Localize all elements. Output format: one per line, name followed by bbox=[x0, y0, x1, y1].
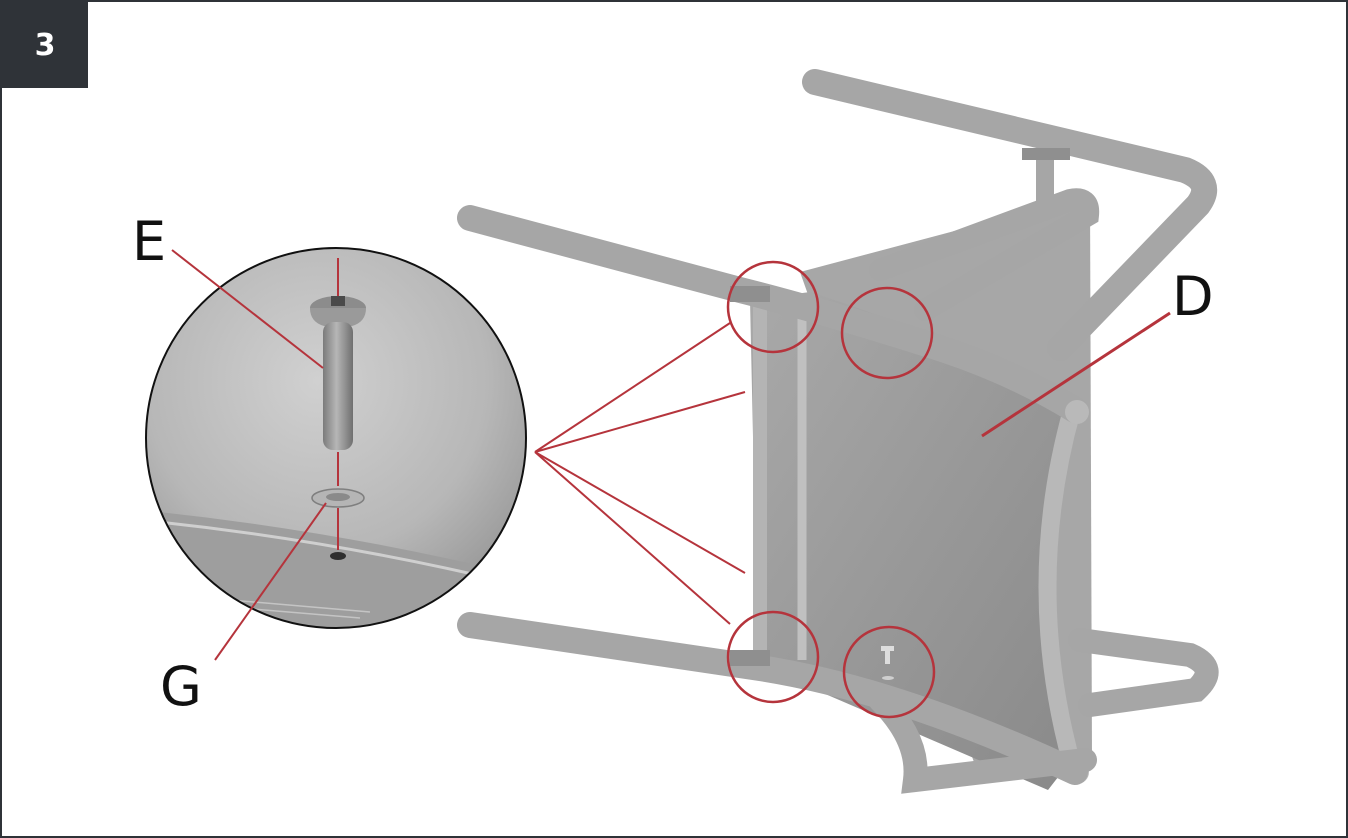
callout-leaders bbox=[171, 249, 1171, 661]
highlight-circle-top-left bbox=[726, 260, 820, 354]
detail-leader-lines bbox=[534, 322, 746, 625]
bracket-top bbox=[730, 286, 770, 302]
callout-d: D bbox=[1172, 265, 1214, 328]
screw-e-icon bbox=[310, 258, 366, 486]
lower-tube-frame bbox=[457, 612, 1219, 794]
stool-illustration bbox=[457, 69, 1219, 794]
callout-g: G bbox=[160, 655, 202, 718]
highlight-circle-top-right bbox=[840, 286, 934, 380]
screw-in-panel-icon bbox=[881, 646, 894, 680]
seat-panel-d bbox=[750, 292, 1062, 790]
step-number-badge: 3 bbox=[2, 2, 88, 88]
highlight-circle-bottom-right bbox=[842, 625, 936, 719]
leader-g bbox=[214, 502, 327, 661]
bracket-bottom bbox=[730, 650, 770, 666]
highlight-circles bbox=[726, 260, 936, 719]
leader-d bbox=[981, 311, 1171, 438]
callout-e: E bbox=[132, 210, 166, 273]
magnifier-detail bbox=[145, 247, 527, 629]
front-curved-rail bbox=[1038, 401, 1083, 781]
washer-g-icon bbox=[311, 488, 365, 560]
highlight-circle-bottom-left bbox=[726, 610, 820, 704]
upper-tube-frame bbox=[457, 69, 1218, 423]
leader-e bbox=[171, 249, 324, 369]
